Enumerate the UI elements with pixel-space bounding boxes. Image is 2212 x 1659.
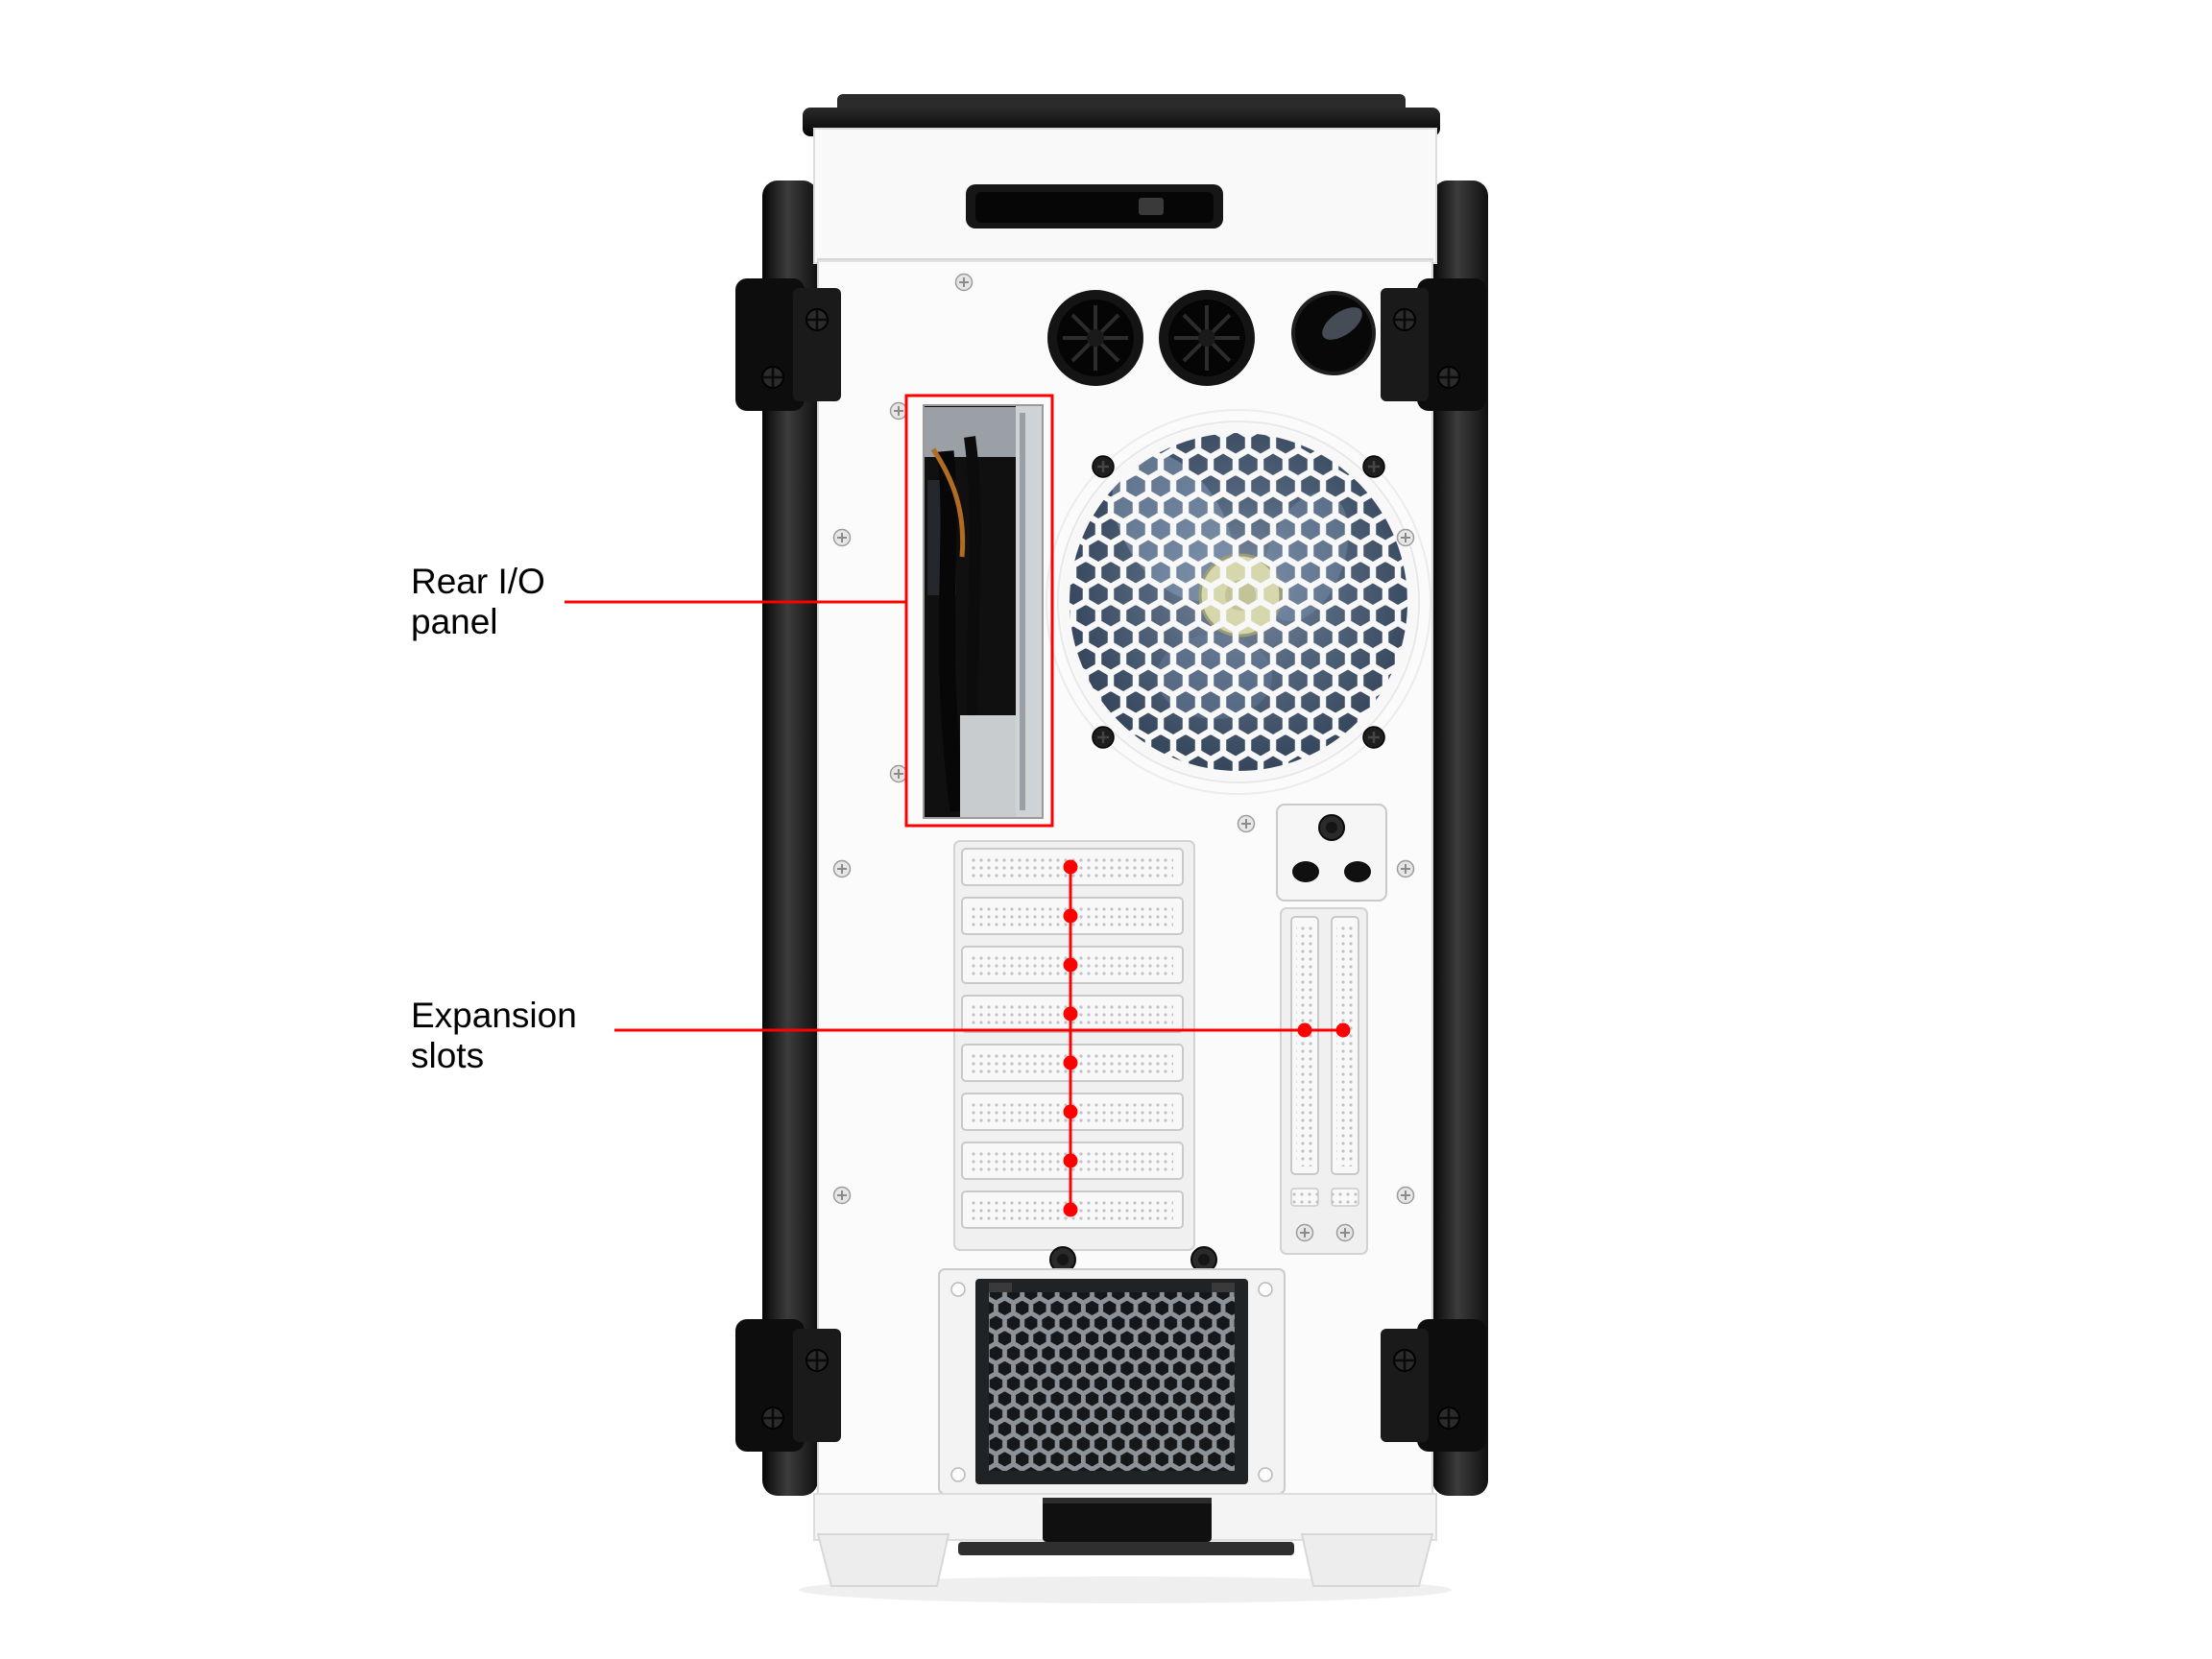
psu-honeycomb-mesh: [989, 1292, 1235, 1471]
expansion-slot-area: [953, 840, 1195, 1251]
case-foot-left: [816, 1533, 950, 1587]
cable-grommet-1: [1047, 290, 1143, 386]
expansion-label-line2: slots: [411, 1036, 484, 1075]
hinge-top-left: [733, 276, 843, 413]
case-base: [813, 1493, 1437, 1587]
case-foot-right: [1300, 1533, 1434, 1587]
fan-screw: [1361, 725, 1386, 750]
side-glass-left: [762, 180, 818, 1496]
io-cable-1: [937, 450, 967, 813]
hinge-bottom-right: [1379, 1317, 1488, 1454]
screw: [1295, 1223, 1314, 1242]
hinge-top-right: [1379, 276, 1488, 413]
fan-screw: [1091, 725, 1116, 750]
psu-bay: [938, 1268, 1286, 1495]
top-vent-hole: [1291, 291, 1376, 375]
base-dark-strip: [958, 1542, 1294, 1555]
annotation-lines: [565, 394, 1343, 1212]
top-handle-recess: [966, 184, 1223, 228]
fan-screw: [1361, 454, 1386, 479]
side-glass-right: [1432, 180, 1488, 1496]
vertical-slot-1: [1290, 916, 1319, 1175]
rear-io-cutout: [923, 404, 1044, 819]
floor-shadow: [799, 1576, 1452, 1603]
vertical-gpu-bracket: [1276, 804, 1387, 902]
hex-mesh: [1069, 432, 1408, 772]
rear-io-label-line2: panel: [411, 602, 498, 641]
base-black-insert: [1043, 1498, 1212, 1542]
expansion-label-line1: Expansion: [411, 996, 577, 1035]
cable-grommet-2: [1159, 290, 1255, 386]
vertical-slot-2: [1331, 916, 1359, 1175]
hinge-bottom-left: [733, 1317, 843, 1454]
bracket-thumbscrew: [1318, 814, 1345, 841]
rear-io-highlight-box: [904, 394, 1054, 828]
slot-marker-dots: [1063, 859, 1351, 1217]
fan-screw: [1091, 454, 1116, 479]
screw: [1335, 1223, 1355, 1242]
vertical-expansion-slots: [1280, 907, 1368, 1255]
io-cable-orange: [930, 447, 966, 558]
rear-io-label-line1: Rear I/O: [411, 562, 545, 601]
bracket-plug: [1344, 861, 1371, 882]
rear-fan-grille: [1046, 409, 1431, 795]
bracket-plug: [1292, 861, 1319, 882]
